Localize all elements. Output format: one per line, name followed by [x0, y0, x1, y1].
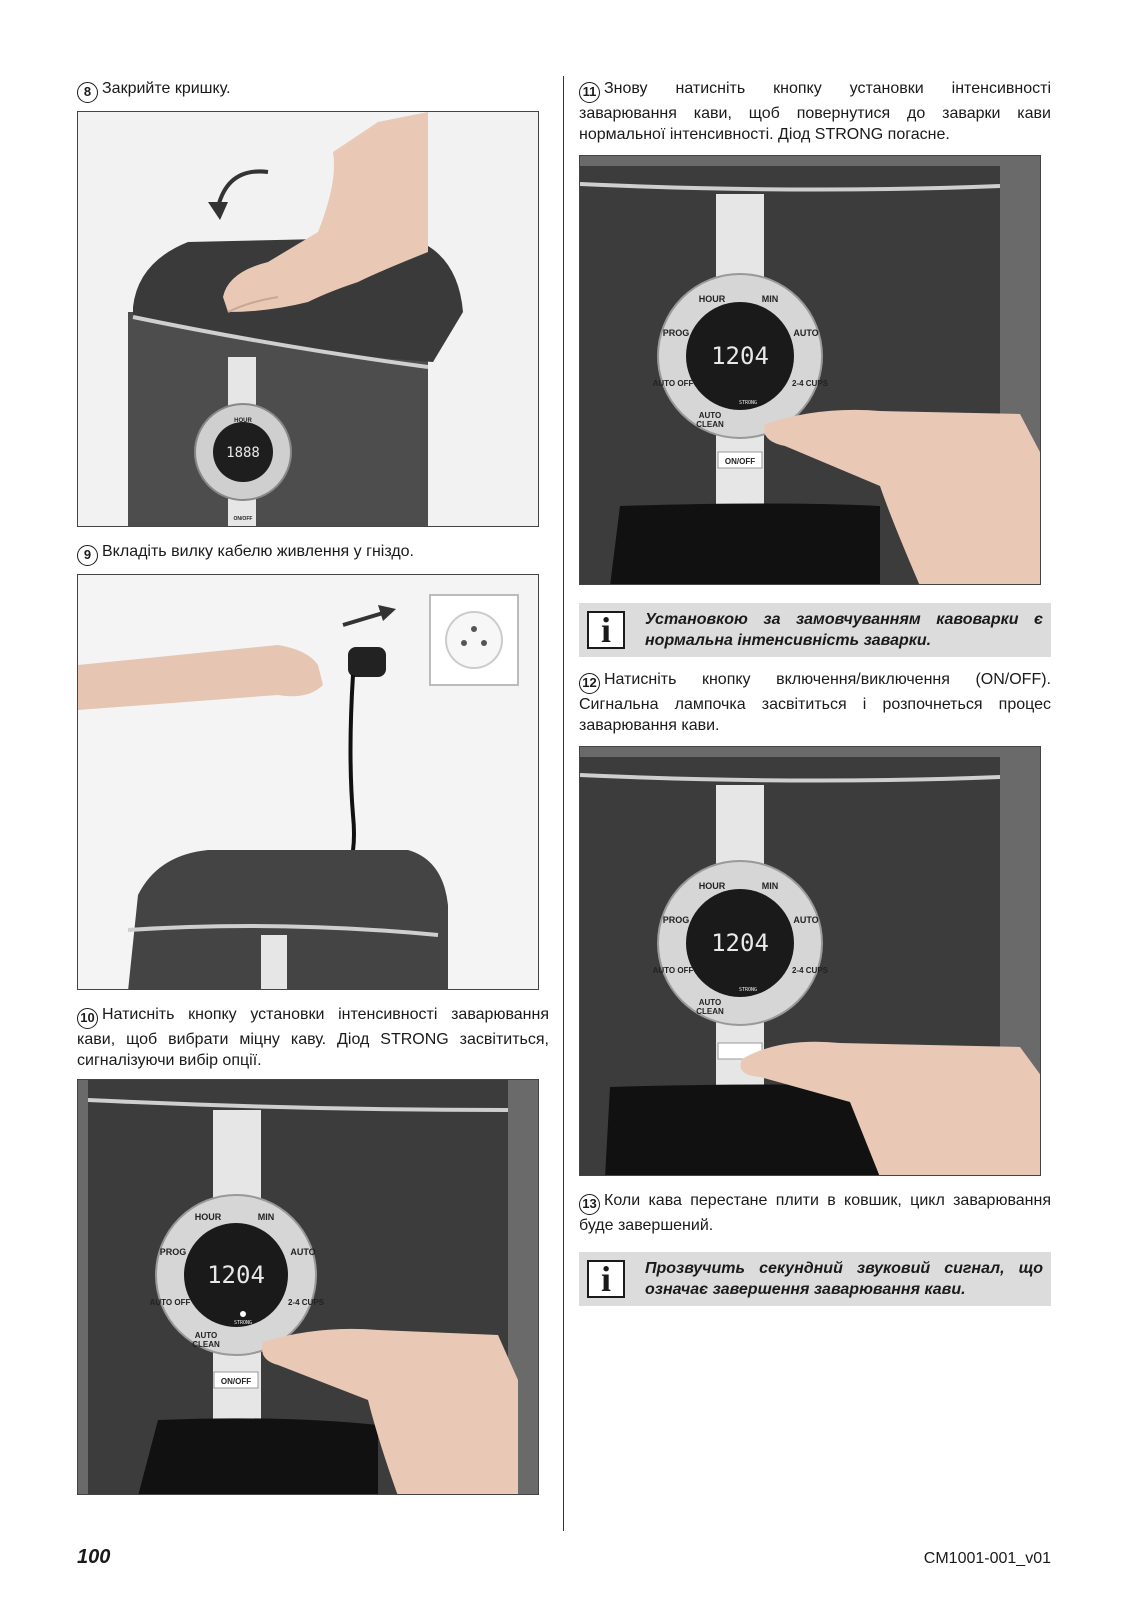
strong-off-onoff: ON/OFF [725, 457, 755, 466]
strong-off-autooff: AUTO OFF [653, 379, 694, 388]
lid-photo-onoff-label: ON/OFF [234, 516, 253, 522]
column-divider [563, 76, 564, 1531]
step-text: Закрийте кришку. [102, 80, 231, 97]
onoff-autoclean-2: CLEAN [696, 1007, 724, 1016]
info-icon: i [587, 1260, 625, 1298]
photo-strong-off: 1204 HOUR MIN AUTO 2-4 CUPS PROG AUTO OF… [579, 155, 1041, 585]
onoff-autooff: AUTO OFF [653, 966, 694, 975]
strong-off-prog: PROG [663, 328, 690, 338]
lid-photo-hour-label: HOUR [234, 418, 252, 424]
info-icon: i [587, 611, 625, 649]
onoff-min: MIN [762, 881, 779, 891]
onoff-prog: PROG [663, 915, 690, 925]
step-text: Натисніть кнопку установки інтенсивності… [77, 1006, 549, 1069]
step-number: 8 [77, 82, 98, 103]
strong-off-autoclean-2: CLEAN [696, 420, 724, 429]
strong-on-min: MIN [258, 1212, 275, 1222]
lid-photo-display: 1888 [226, 445, 260, 461]
strong-on-strong: STRONG [234, 1320, 252, 1326]
strong-off-cups: 2-4 CUPS [792, 379, 829, 388]
strong-off-autoclean-1: AUTO [699, 411, 722, 420]
info-note-signal: i Прозвучить секундний звуковий сигнал, … [579, 1252, 1051, 1306]
strong-off-strong: STRONG [739, 400, 757, 406]
onoff-display: 1204 [711, 929, 769, 957]
onoff-strong: STRONG [739, 987, 757, 993]
strong-off-auto: AUTO [793, 328, 818, 338]
strong-on-autooff: AUTO OFF [150, 1298, 191, 1307]
page-number: 100 [77, 1546, 111, 1568]
step-number: 12 [579, 673, 600, 694]
strong-on-prog: PROG [160, 1247, 187, 1257]
strong-on-cups: 2-4 CUPS [288, 1298, 325, 1307]
step-text: Коли кава перестане плити в ковшик, цикл… [579, 1192, 1051, 1234]
strong-off-display: 1204 [711, 342, 769, 370]
onoff-autoclean-1: AUTO [699, 998, 722, 1007]
step-text: Натисніть кнопку включення/виключення (O… [579, 671, 1051, 734]
strong-on-hour: HOUR [195, 1212, 222, 1222]
note-text: Прозвучить секундний звуковий сигнал, що… [645, 1260, 1043, 1298]
onoff-auto: AUTO [793, 915, 818, 925]
note-text: Установкою за замовчуванням кавоварки є … [645, 611, 1043, 649]
strong-on-autoclean-2: CLEAN [192, 1340, 220, 1349]
document-code: CM1001-001_v01 [923, 1550, 1051, 1567]
photo-strong-on: 1204 HOUR MIN AUTO 2-4 CUPS PROG AUTO OF… [77, 1079, 539, 1495]
onoff-hour: HOUR [699, 881, 726, 891]
step-number: 10 [77, 1008, 98, 1029]
step-number: 11 [579, 82, 600, 103]
strong-off-min: MIN [762, 294, 779, 304]
step-text: Знову натисніть кнопку установки інтенси… [579, 80, 1051, 143]
step-number: 13 [579, 1194, 600, 1215]
strong-off-hour: HOUR [699, 294, 726, 304]
strong-on-display: 1204 [207, 1261, 265, 1289]
strong-on-autoclean-1: AUTO [195, 1331, 218, 1340]
info-note-default: i Установкою за замовчуванням кавоварки … [579, 603, 1051, 657]
step-text: Вкладіть вилку кабелю живлення у гніздо. [102, 543, 414, 560]
photo-close-lid: 1888 HOUR ON/OFF [77, 111, 539, 527]
strong-on-auto: AUTO [290, 1247, 315, 1257]
strong-on-onoff: ON/OFF [221, 1377, 251, 1386]
photo-plug-in [77, 574, 539, 990]
step-number: 9 [77, 545, 98, 566]
onoff-cups: 2-4 CUPS [792, 966, 829, 975]
photo-press-onoff: 1204 HOUR MIN AUTO 2-4 CUPS PROG AUTO OF… [579, 746, 1041, 1176]
